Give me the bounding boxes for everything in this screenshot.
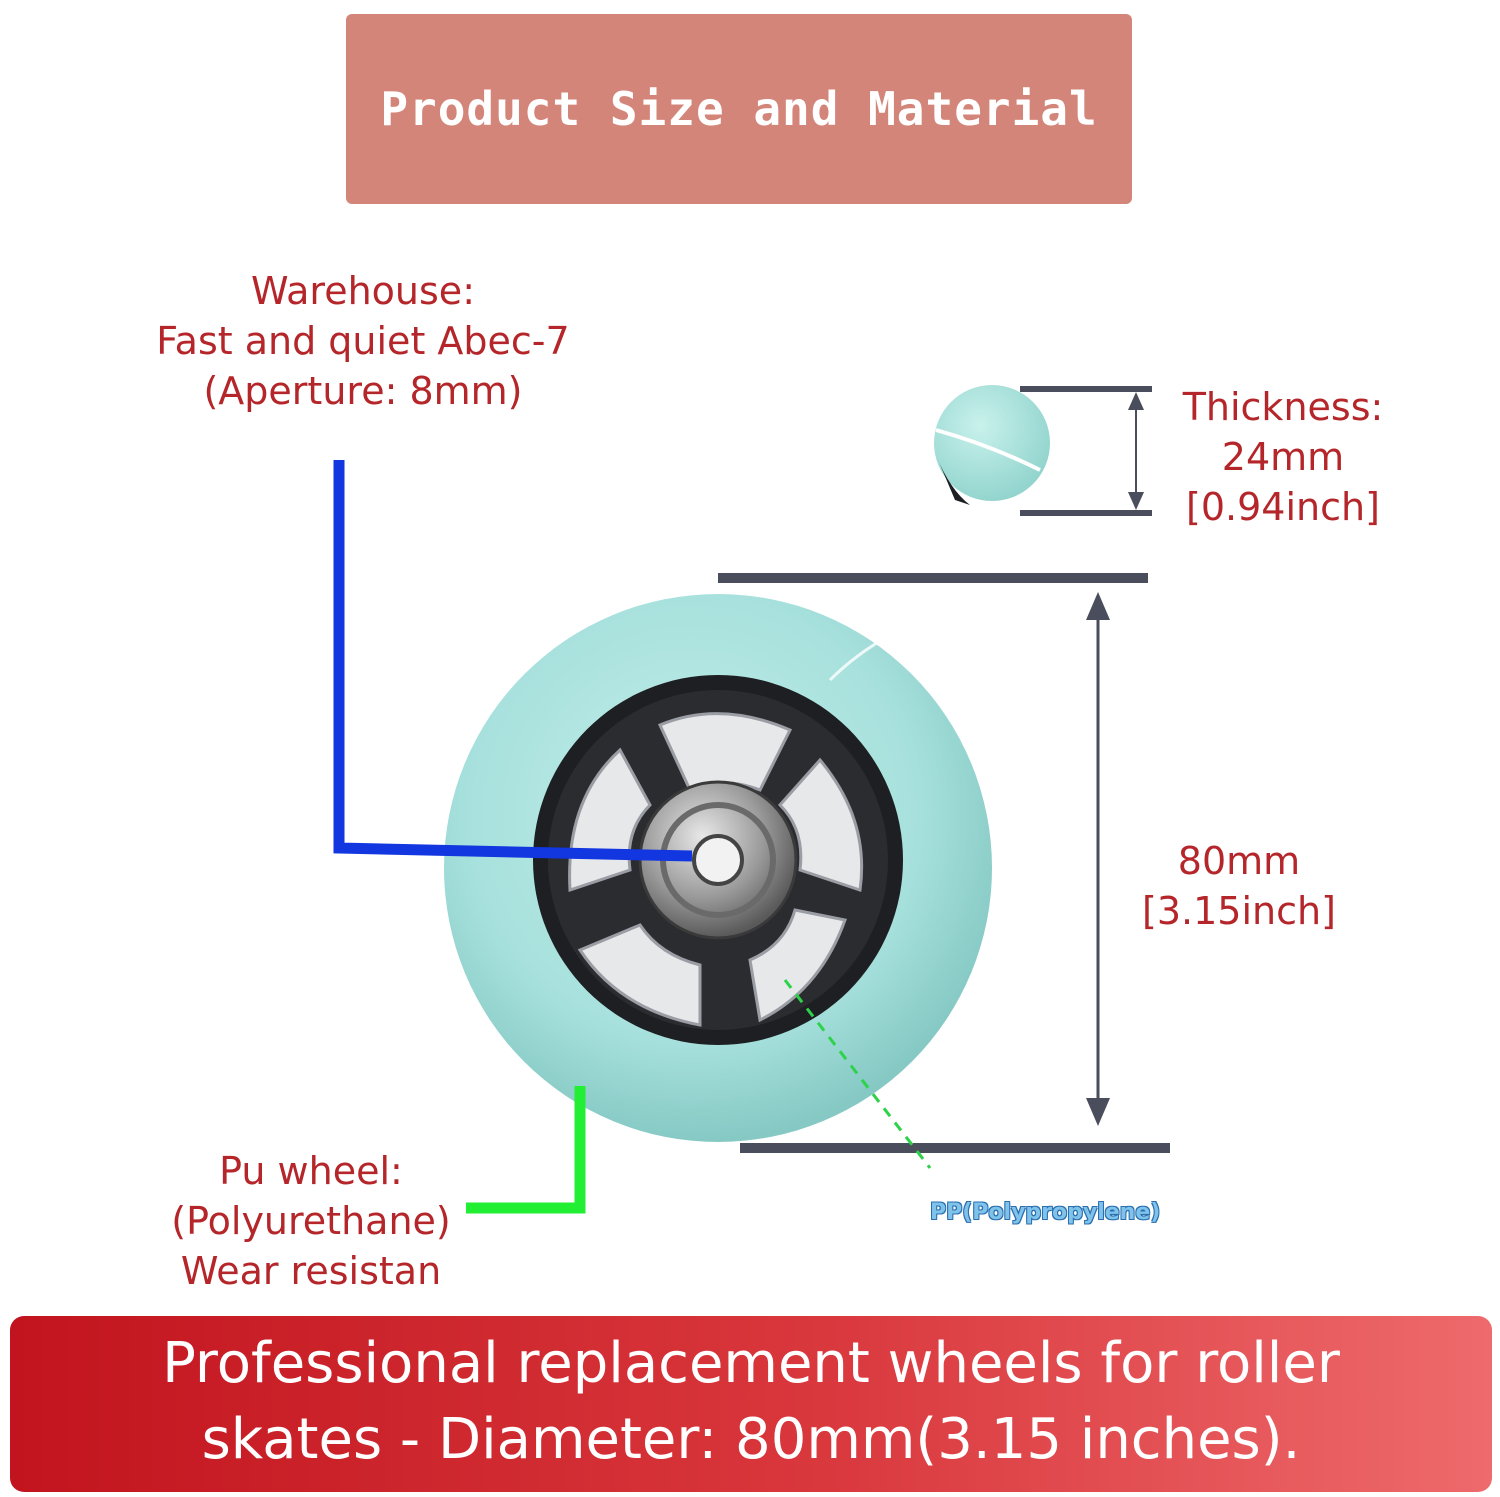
title-banner: Product Size and Material: [346, 14, 1132, 204]
footer-line: skates - Diameter: 80mm(3.15 inches).: [201, 1407, 1301, 1472]
page-title: Product Size and Material: [380, 82, 1098, 136]
diameter-label: 80mm [3.15inch]: [1128, 836, 1350, 936]
bearing-bore: [692, 834, 744, 886]
bearing-callout-line: [333, 460, 693, 862]
hub-material-label: PP(Polypropylene): [930, 1200, 1161, 1225]
tire-label-line: Wear resistan: [180, 1249, 442, 1293]
wheel: [444, 594, 992, 1142]
hub-callout-line: [783, 979, 932, 1169]
thickness-thumbnail: [934, 385, 1050, 505]
tire-label: Pu wheel: (Polyurethane) Wear resistan: [150, 1146, 472, 1296]
tire-callout-line: [466, 1086, 586, 1214]
thickness-label-line: 24mm: [1221, 435, 1345, 479]
footer-line: Professional replacement wheels for roll…: [162, 1331, 1340, 1396]
thickness-label: Thickness: 24mm [0.94inch]: [1170, 382, 1396, 532]
bearing-label-line: (Aperture: 8mm): [203, 369, 523, 413]
tire-label-line: (Polyurethane): [171, 1199, 451, 1243]
thickness-label-line: Thickness:: [1182, 385, 1384, 429]
thickness-dimension: [1020, 386, 1152, 516]
thickness-label-line: [0.94inch]: [1186, 485, 1380, 529]
bearing-label: Warehouse: Fast and quiet Abec-7 (Apertu…: [140, 266, 586, 416]
diameter-label-line: [3.15inch]: [1142, 889, 1336, 933]
diameter-dimension: [718, 573, 1170, 1153]
bearing-label-line: Warehouse:: [251, 269, 475, 313]
bearing-label-line: Fast and quiet Abec-7: [156, 319, 570, 363]
diameter-label-line: 80mm: [1177, 839, 1301, 883]
tire-highlight: [828, 628, 901, 682]
tire-label-line: Pu wheel:: [219, 1149, 403, 1193]
footer-banner: Professional replacement wheels for roll…: [10, 1316, 1492, 1492]
